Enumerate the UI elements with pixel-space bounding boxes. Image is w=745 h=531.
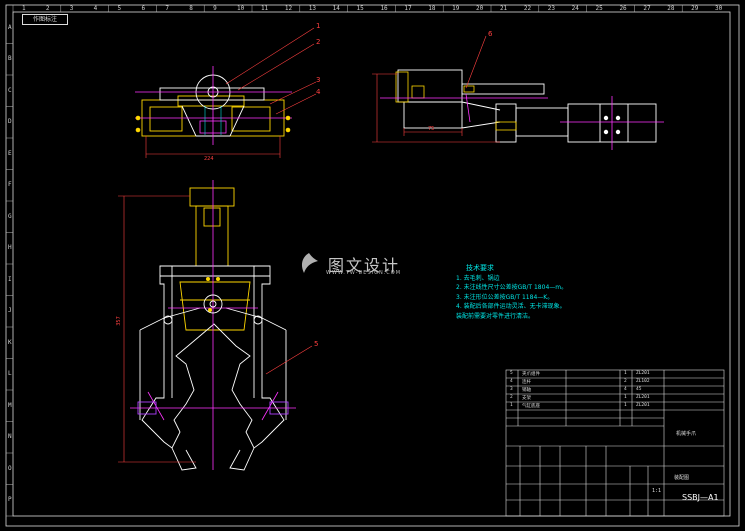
zone-col-label: 25	[595, 5, 603, 12]
zone-row-label: K	[8, 338, 12, 346]
parts-cell-no: 3	[510, 387, 513, 392]
zone-col-label: 12	[284, 5, 293, 12]
zone-col-label: 30	[715, 5, 723, 12]
front-view	[118, 180, 296, 471]
zone-col-label: 16	[380, 5, 388, 12]
parts-cell-name: 支架	[522, 396, 531, 401]
zone-ticks	[6, 5, 683, 517]
tech-title: 技术要求	[466, 264, 494, 272]
zone-col-label: 8	[189, 5, 193, 12]
zone-col-label: 9	[213, 5, 217, 12]
zone-col-label: 21	[499, 5, 508, 12]
zone-col-label: 11	[260, 5, 269, 12]
zone-row-label: L	[8, 370, 12, 378]
zone-row-label: E	[8, 149, 12, 157]
title-scale: 1:1	[652, 488, 662, 494]
title-assembly: 装配图	[674, 475, 690, 481]
callout-5: 5	[314, 340, 319, 348]
zone-col-label: 4	[93, 5, 98, 12]
parts-cell-name: 气缸底座	[522, 404, 540, 409]
zone-col-label: 20	[476, 5, 484, 12]
sheet-stamp: 作图标注	[22, 14, 68, 25]
parts-cell-name: 夹爪组件	[522, 372, 540, 377]
zone-row-label: G	[8, 212, 12, 220]
zone-col-label: 19	[452, 5, 460, 12]
callout-4: 4	[316, 88, 321, 96]
zone-row-label: M	[8, 401, 12, 409]
side-view	[372, 69, 664, 150]
zone-row-label: F	[8, 181, 12, 189]
zone-row-label: O	[8, 464, 12, 472]
callout-leaders	[225, 27, 487, 375]
zone-col-label: 6	[141, 5, 146, 12]
zone-col-label: 15	[356, 5, 364, 12]
callout-6: 6	[488, 30, 493, 38]
parts-cell-no: 1	[510, 403, 513, 408]
zone-col-label: 29	[691, 5, 699, 12]
zone-col-label: 14	[332, 5, 340, 12]
watermark-logo-icon	[301, 253, 318, 273]
zone-row-label: D	[8, 118, 12, 126]
zone-col-label: 7	[165, 5, 169, 12]
callout-1: 1	[316, 22, 321, 30]
watermark: 图文设计	[296, 244, 400, 284]
parts-cell-material: ZL201	[636, 403, 650, 408]
parts-cell-material: 45	[636, 387, 642, 392]
title-drawing-name: 机械手爪	[676, 431, 697, 437]
zone-col-label: 27	[643, 5, 651, 12]
tech-item: 1. 去毛刺、锅边	[456, 274, 500, 282]
zone-row-label: C	[8, 86, 12, 94]
watermark-text: 图文设计	[328, 256, 401, 275]
zone-row-label: I	[8, 275, 12, 283]
parts-cell-name: 销轴	[522, 388, 531, 393]
zone-col-label: 2	[45, 5, 50, 12]
parts-cell-qty: 1	[624, 395, 627, 400]
dim-top-width: 224	[204, 156, 214, 162]
top-view	[135, 66, 292, 158]
parts-cell-qty: 1	[624, 371, 627, 376]
tech-item: 装配前需要对零件进行清洁。	[456, 312, 535, 320]
zone-col-label: 1	[21, 5, 26, 12]
parts-cell-name: 连杆	[522, 380, 531, 385]
zone-col-label: 17	[404, 5, 412, 12]
parts-cell-no: 2	[510, 395, 513, 400]
callout-2: 2	[316, 38, 321, 46]
zone-row-label: H	[8, 244, 12, 252]
zone-col-label: 18	[428, 5, 436, 12]
parts-cell-qty: 4	[624, 387, 627, 392]
parts-cell-material: ZL201	[636, 395, 650, 400]
zone-row-label: P	[8, 496, 12, 504]
zone-col-label: 26	[619, 5, 627, 12]
dim-front-height: 357	[115, 316, 122, 326]
callout-3: 3	[316, 76, 321, 84]
zone-col-label: 10	[237, 5, 245, 12]
zone-col-label: 3	[69, 5, 74, 12]
zone-col-label: 5	[117, 5, 122, 12]
tech-item: 4. 装配后各部件运动灵活、无卡滞现象。	[456, 303, 566, 310]
dim-side-length: 75	[428, 126, 435, 132]
tech-item: 2. 未注线性尺寸公差按GB/T 1804—m。	[456, 284, 568, 291]
tech-requirements: 技术要求 1. 去毛刺、锅边 2. 未注线性尺寸公差按GB/T 1804—m。 …	[456, 264, 567, 321]
zone-row-label: B	[8, 55, 12, 63]
title-block-frame	[505, 369, 725, 517]
parts-cell-qty: 2	[624, 379, 627, 384]
parts-cell-no: 5	[510, 371, 513, 376]
watermark-sub: WWW.TW-DESIGN.COM	[326, 270, 402, 276]
zone-col-label: 22	[523, 5, 532, 12]
zone-col-label: 13	[308, 5, 316, 12]
zone-col-label: 24	[571, 5, 579, 12]
parts-cell-no: 4	[510, 379, 513, 384]
parts-cell-material: ZL201	[636, 371, 650, 376]
zone-row-label: A	[8, 23, 12, 31]
parts-cell-qty: 1	[624, 403, 627, 408]
parts-cell-material: ZL102	[636, 379, 650, 384]
zone-col-label: 23	[547, 5, 555, 12]
tech-item: 3. 未注形位公差按GB/T 1184—K。	[456, 293, 554, 301]
drawing-number: SSBJ—A1	[682, 493, 719, 502]
zone-row-label: N	[8, 433, 12, 441]
zone-col-label: 28	[667, 5, 675, 12]
zone-row-label: J	[8, 307, 12, 315]
